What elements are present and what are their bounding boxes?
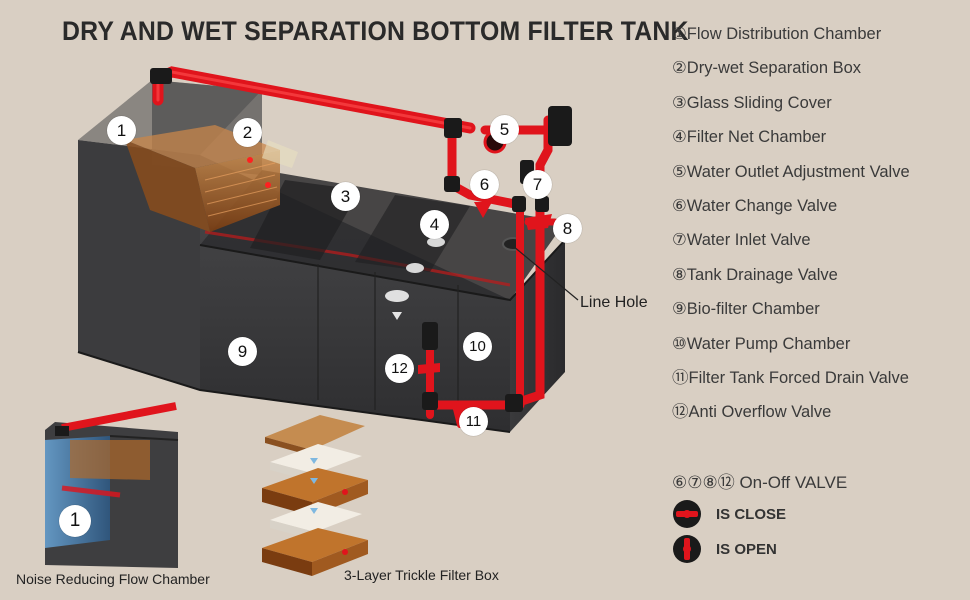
trickle-box-inset [262, 415, 368, 576]
legend-item: ⑤Water Outlet Adjustment Valve [672, 162, 910, 181]
noise-chamber-caption: Noise Reducing Flow Chamber [16, 571, 210, 587]
marker-10: 10 [463, 332, 492, 361]
marker-1: 1 [107, 116, 136, 145]
legend-item: ①Flow Distribution Chamber [672, 25, 882, 43]
marker-2: 2 [233, 118, 262, 147]
legend-item: ③Glass Sliding Cover [672, 93, 832, 112]
legend-item: ⑥Water Change Valve [672, 196, 838, 215]
legend-item: ⑩Water Pump Chamber [672, 334, 851, 353]
valve-open-row: IS OPEN [672, 534, 777, 564]
valve-open-label: IS OPEN [716, 540, 777, 558]
legend-item: ④Filter Net Chamber [672, 128, 827, 147]
page-title: DRY AND WET SEPARATION BOTTOM FILTER TAN… [62, 16, 689, 46]
valve-handles [418, 202, 552, 418]
marker-8: 8 [553, 214, 582, 243]
marker-11: 11 [459, 407, 488, 436]
marker-5: 5 [490, 115, 519, 144]
legend-item: ⑪Filter Tank Forced Drain Valve [672, 368, 909, 387]
marker-inset-1: 1 [59, 505, 91, 537]
legend-item: ⑫Anti Overflow Valve [672, 403, 832, 422]
line-hole-label: Line Hole [580, 294, 648, 311]
marker-7: 7 [523, 170, 552, 199]
valve-closed-icon [673, 500, 701, 528]
valve-close-label: IS CLOSE [716, 505, 787, 523]
marker-12: 12 [385, 354, 414, 383]
trickle-box-caption: 3-Layer Trickle Filter Box [344, 567, 499, 583]
valve-close-row: IS CLOSE [672, 499, 786, 529]
marker-3: 3 [331, 182, 360, 211]
parts-legend: ①Flow Distribution Chamber ②Dry-wet Sepa… [672, 22, 962, 435]
legend-item: ⑧Tank Drainage Valve [672, 265, 838, 284]
valve-open-icon [673, 535, 701, 563]
legend-item: ②Dry-wet Separation Box [672, 59, 862, 78]
noise-chamber-inset [45, 402, 179, 568]
legend-item: ⑦Water Inlet Valve [672, 231, 811, 250]
marker-4: 4 [420, 210, 449, 239]
legend-item: ⑨Bio-filter Chamber [672, 300, 820, 319]
marker-6: 6 [470, 170, 499, 199]
valve-note: ⑥⑦⑧⑫ On-Off VALVE [672, 473, 848, 492]
line-hole-leader [512, 245, 579, 301]
marker-9: 9 [228, 337, 257, 366]
